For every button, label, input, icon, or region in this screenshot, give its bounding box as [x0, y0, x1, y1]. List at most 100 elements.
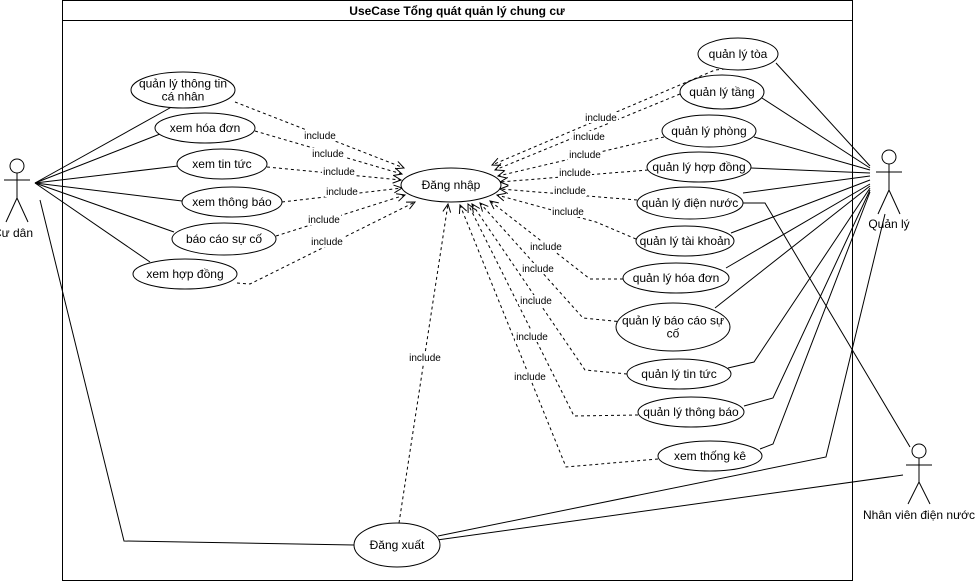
include-r2-login-label: include [312, 149, 344, 160]
include-logout-login-label: include [409, 353, 441, 364]
usecase-m4-label: quản lý hợp đồng [652, 160, 745, 174]
usecase-login[interactable]: Đăng nhập [400, 167, 502, 203]
usecase-login-label: Đăng nhập [422, 178, 481, 192]
usecase-m3[interactable]: quản lý phòng [661, 114, 757, 148]
include-labels: include include include include include inclu… [303, 112, 618, 383]
usecase-r1-shape [130, 71, 236, 109]
actor-manager-leg-left [877, 189, 890, 215]
assoc-manager-m4 [750, 167, 871, 174]
usecase-m10-label: quản lý thông báo [643, 405, 739, 419]
include-m2-login-label-bg [572, 131, 606, 142]
usecase-logout-label: Đăng xuất [370, 538, 425, 552]
include-m10-login-label: include [516, 332, 548, 343]
usecase-r6-label: xem hợp đồng [146, 267, 223, 281]
assoc-utility-m5 [743, 202, 911, 448]
usecase-r4-shape [181, 186, 283, 218]
include-m10-login [467, 203, 639, 417]
include-m5-login-label: include [554, 186, 586, 197]
usecase-logout[interactable]: Đăng xuất [353, 522, 441, 568]
assoc-manager-logout [437, 213, 886, 537]
actor-resident[interactable]: Cư dân [0, 158, 33, 240]
assoc-resident-logout [39, 199, 355, 546]
usecase-m11-shape [657, 440, 763, 472]
include-m7-login-label-bg [529, 241, 563, 252]
usecase-m9-label: quản lý tin tức [641, 367, 716, 381]
actor-manager[interactable]: Quản lý [868, 149, 910, 231]
assoc-manager-m9 [727, 187, 871, 369]
include-m8-login-label: include [522, 264, 554, 275]
include-m10-login-arrowhead [467, 202, 476, 214]
usecase-m10[interactable]: quản lý thông báo [637, 396, 745, 428]
include-m9-login [471, 203, 628, 375]
system-title: UseCase Tổng quát quản lý chung cư [349, 4, 565, 18]
actor-manager-leg-right [888, 189, 901, 215]
include-r1-login-arrowhead [394, 161, 406, 170]
usecase-m2[interactable]: quản lý tầng [679, 74, 765, 110]
include-m6-login-arrowhead [495, 192, 506, 202]
assoc-utility-logout [436, 474, 904, 541]
actor-manager-label: Quản lý [868, 217, 909, 231]
usecase-r1-label: quản lý thông tin [139, 77, 227, 91]
usecase-r4-label: xem thông báo [192, 195, 272, 209]
assoc-resident-r1 [34, 103, 178, 184]
usecase-login-shape [400, 167, 502, 203]
assoc-resident-r5 [34, 182, 175, 233]
assoc-resident-r4 [34, 182, 183, 202]
assoc-resident-r2 [34, 133, 161, 184]
usecase-m6-label: quản lý tài khoản [640, 234, 731, 248]
include-m3-login-label-bg [568, 149, 602, 160]
usecase-m5[interactable]: quản lý điện nước [636, 186, 744, 220]
usecase-m7-shape [622, 262, 730, 294]
include-logout-login-label-bg [408, 352, 442, 363]
usecase-m1[interactable]: quản lý tòa [697, 37, 779, 71]
usecase-m1-shape [697, 37, 779, 71]
actor-utility-staff-head [911, 443, 927, 459]
usecase-m4[interactable]: quản lý hợp đồng [646, 151, 752, 183]
actor-utility-staff-label: Nhân viên điện nước [863, 508, 975, 522]
include-r2-login [254, 130, 403, 175]
usecase-r2[interactable]: xem hóa đơn [154, 112, 256, 144]
include-m2-login-arrowhead [493, 162, 505, 172]
usecase-r6[interactable]: xem hợp đồng [132, 258, 238, 290]
include-r3-login-arrowhead [392, 174, 403, 184]
assoc-manager-m6 [730, 179, 871, 234]
include-m8-login-arrowhead [479, 202, 489, 212]
usecase-m5-shape [636, 186, 744, 220]
usecase-m7-label: quản lý hóa đơn [633, 271, 720, 285]
actor-utility-staff-leg-right [918, 481, 931, 505]
include-m9-login-label-bg [519, 295, 553, 306]
usecase-r5[interactable]: báo cáo sự cố [171, 222, 277, 256]
include-r5-login-arrowhead [396, 193, 407, 202]
assoc-manager-m5 [742, 175, 871, 194]
assoc-resident-r3 [34, 165, 179, 184]
include-m6-login [496, 194, 637, 240]
include-m1-login-label-bg [584, 112, 618, 123]
include-r5-login-label: include [308, 215, 340, 226]
include-m11-login [459, 204, 659, 468]
include-m11-login-label-bg [513, 371, 547, 382]
usecase-m3-label: quản lý phòng [671, 124, 746, 138]
usecase-r3[interactable]: xem tin tức [176, 148, 268, 180]
usecase-m3-shape [661, 114, 757, 148]
include-r6-login-label: include [311, 237, 343, 248]
usecase-m11[interactable]: xem thống kê [657, 440, 763, 472]
usecase-r4[interactable]: xem thông báo [181, 186, 283, 218]
usecase-m7[interactable]: quản lý hóa đơn [622, 262, 730, 294]
usecase-m9[interactable]: quản lý tin tức [626, 358, 732, 390]
include-m3-login-label: include [569, 150, 601, 161]
include-r5-login-label-bg [307, 214, 341, 225]
usecase-m6[interactable]: quản lý tài khoản [635, 225, 735, 257]
usecase-r5-shape [171, 222, 277, 256]
usecase-m8-label: quản lý báo cáo sự [622, 314, 724, 328]
include-m10-login-label-bg [515, 331, 549, 342]
include-r3-login-label: include [323, 167, 355, 178]
usecase-m2-shape [679, 74, 765, 110]
usecase-m9-shape [626, 358, 732, 390]
usecase-r3-shape [176, 148, 268, 180]
include-m11-login-label: include [514, 372, 546, 383]
actor-utility-staff[interactable]: Nhân viên điện nước [863, 443, 975, 522]
